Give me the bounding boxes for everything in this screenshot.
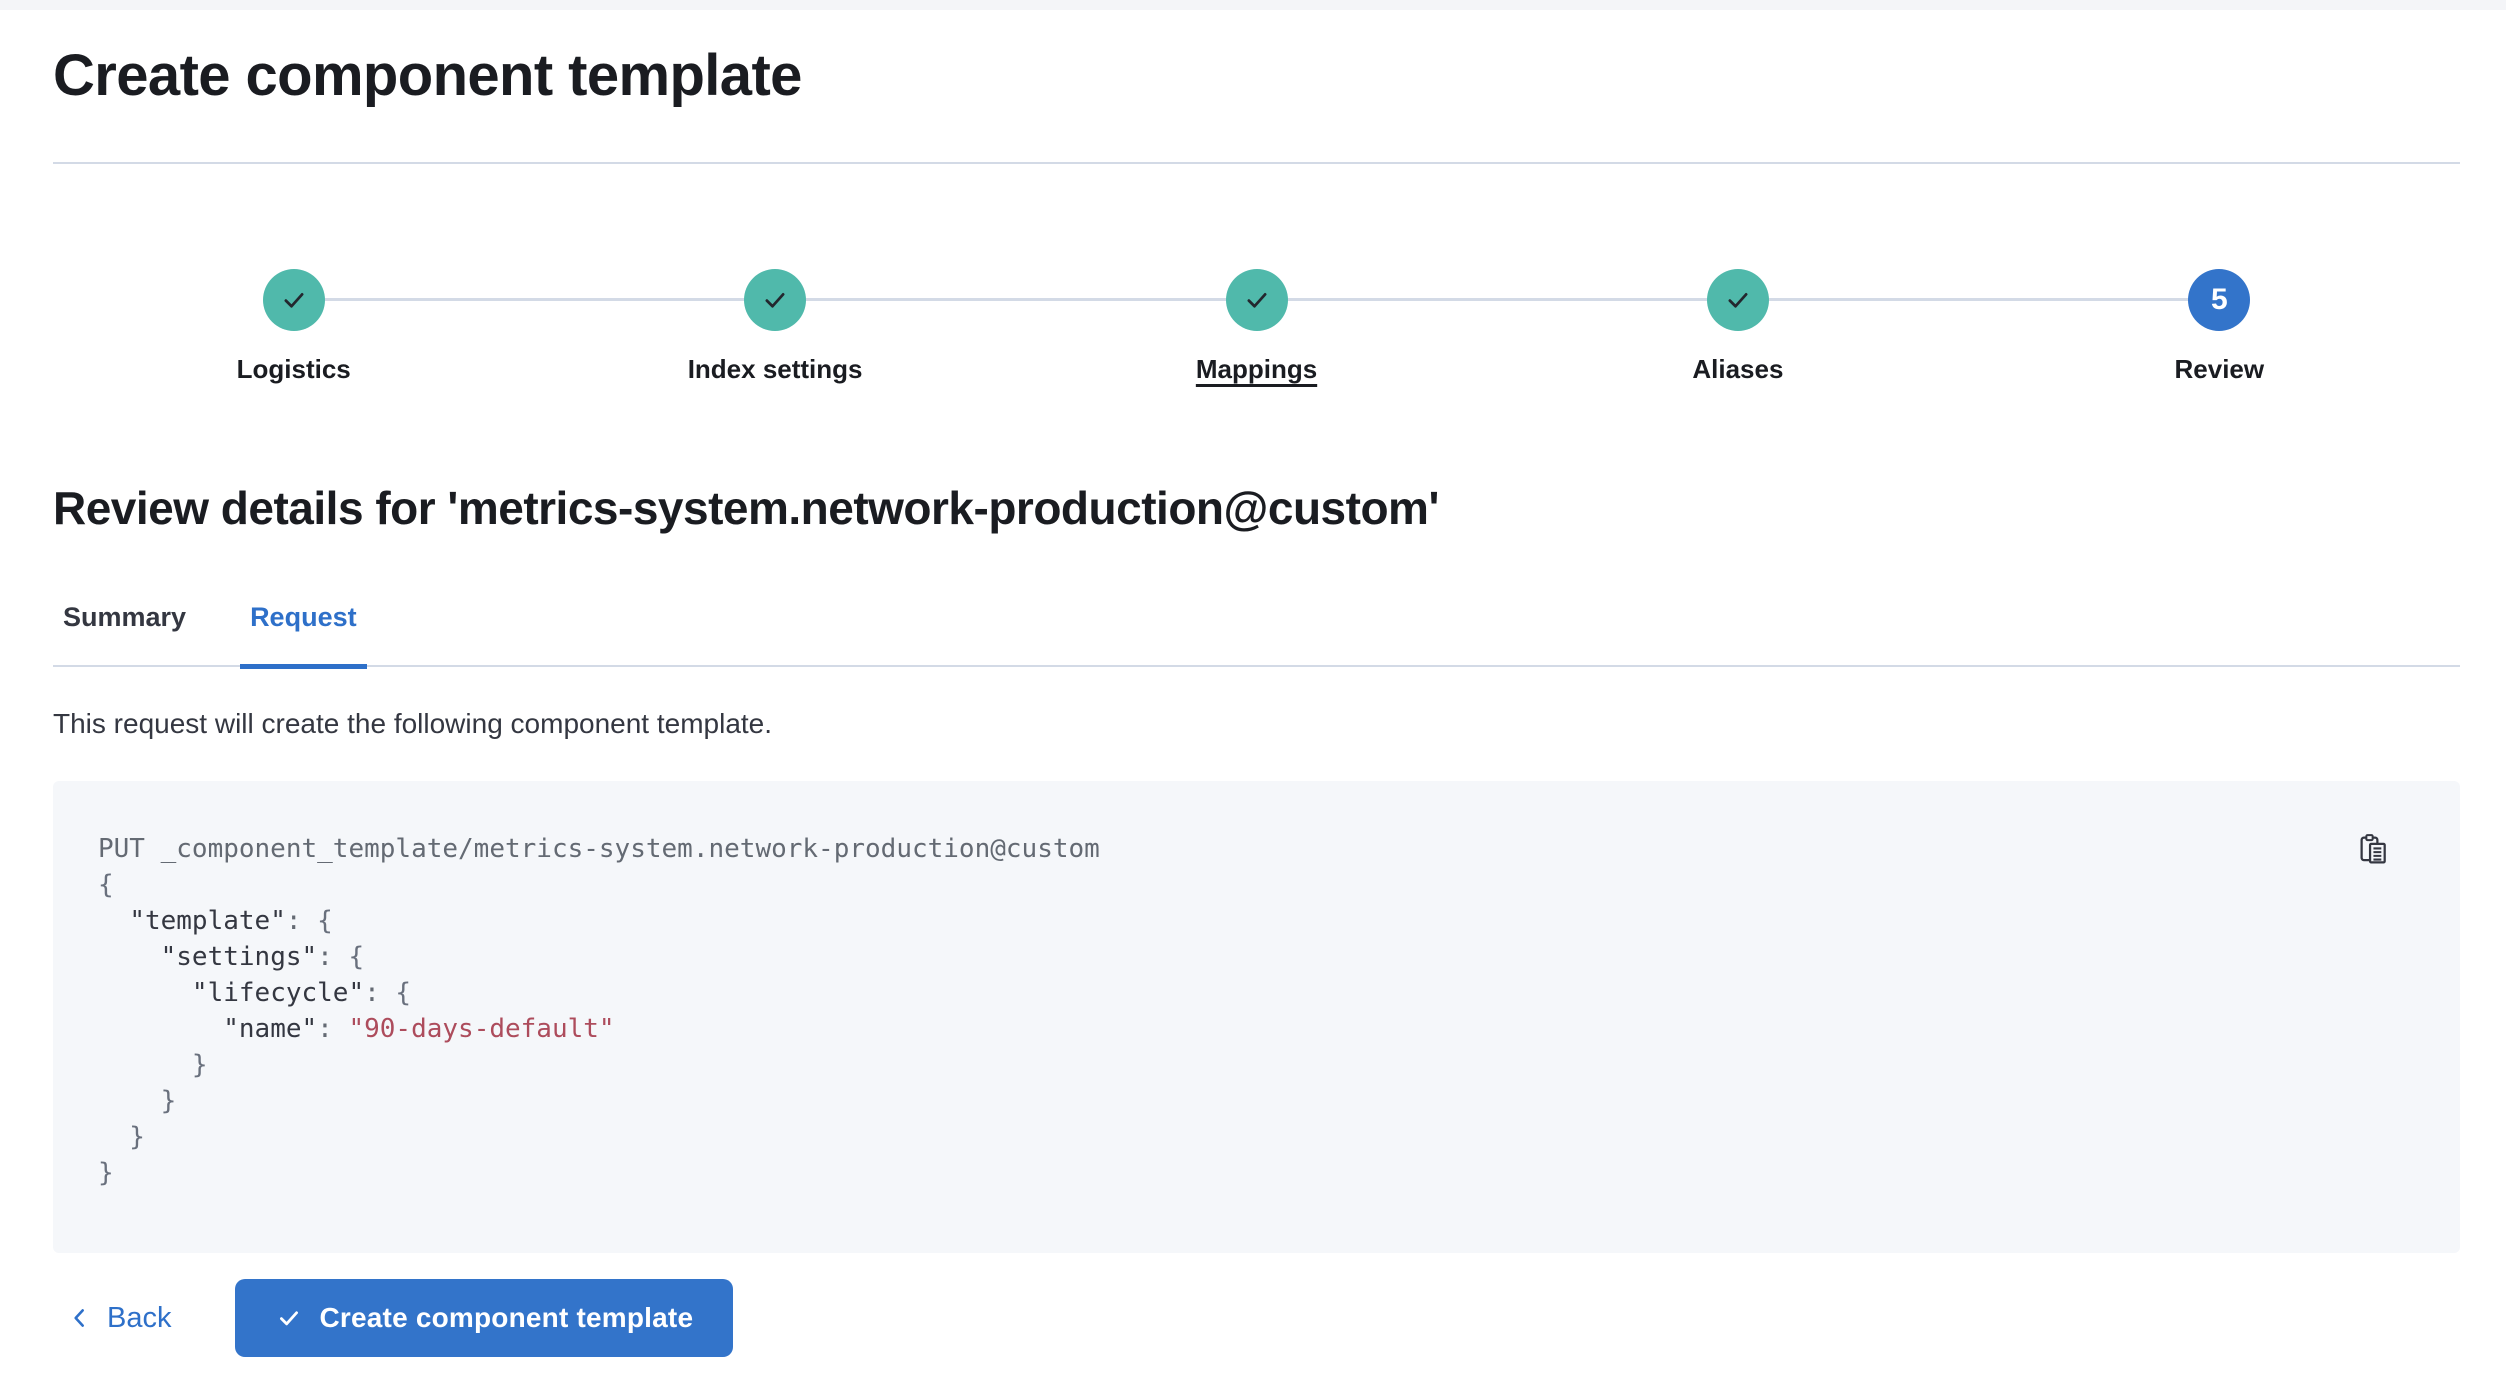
- check-icon: [765, 293, 785, 308]
- step-complete-check-icon: [1225, 269, 1288, 331]
- code-line: }: [98, 1086, 177, 1116]
- step-current-number: 5: [2188, 269, 2251, 331]
- footer-actions: Back Create component template: [53, 1279, 2460, 1357]
- tab-request[interactable]: Request: [240, 600, 367, 669]
- step-complete-check-icon: [744, 269, 807, 331]
- check-icon: [1247, 293, 1267, 308]
- tab-bar: Summary Request: [53, 600, 2460, 669]
- header-divider: [53, 162, 2460, 164]
- code-line: }: [98, 1122, 145, 1152]
- chevron-left-icon: [74, 1309, 85, 1327]
- window-top-edge: [0, 0, 2506, 10]
- copy-clipboard-icon: [2360, 834, 2386, 864]
- code-line: {: [98, 870, 114, 900]
- review-heading: Review details for 'metrics-system.netwo…: [53, 482, 1439, 534]
- check-icon: [284, 293, 304, 308]
- code-line: PUT _component_template/metrics-system.n…: [98, 834, 1100, 864]
- tab-summary[interactable]: Summary: [63, 602, 187, 632]
- back-button[interactable]: Back: [67, 1279, 171, 1357]
- create-component-template-button[interactable]: Create component template: [235, 1279, 734, 1357]
- code-line: "template": {: [129, 906, 333, 936]
- step-label: Logistics: [236, 354, 351, 384]
- step-label: Mappings: [1195, 354, 1318, 384]
- step-complete-check-icon: [262, 269, 325, 331]
- step-label: Index settings: [687, 354, 863, 384]
- check-icon: [280, 1311, 299, 1326]
- request-description: This request will create the following c…: [53, 708, 773, 739]
- check-icon: [1728, 293, 1748, 308]
- request-code-block: PUT _component_template/metrics-system.n…: [53, 781, 2460, 1253]
- copy-button[interactable]: [2356, 829, 2398, 871]
- create-component-template-page: Create component template Logistics Index…: [53, 40, 2460, 1357]
- request-code: PUT _component_template/metrics-system.n…: [98, 831, 2330, 1191]
- step-label: Aliases: [1692, 354, 1784, 384]
- tab-bar-divider: [53, 665, 2460, 667]
- code-line: "lifecycle": {: [191, 978, 412, 1008]
- create-button-label: Create component template: [319, 1302, 694, 1333]
- step-mappings[interactable]: Mappings: [1016, 269, 1497, 385]
- code-line: "name": "90-days-default": [223, 1014, 615, 1044]
- step-logistics[interactable]: Logistics: [53, 269, 534, 385]
- page-title: Create component template: [53, 43, 802, 108]
- step-index-settings[interactable]: Index settings: [534, 269, 1015, 385]
- code-line: }: [98, 1050, 208, 1080]
- back-button-label: Back: [107, 1301, 172, 1334]
- step-aliases[interactable]: Aliases: [1497, 269, 1978, 385]
- code-line: "settings": {: [160, 942, 365, 972]
- step-label: Review: [2174, 354, 2265, 384]
- step-complete-check-icon: [1706, 269, 1769, 331]
- code-line: }: [98, 1158, 114, 1188]
